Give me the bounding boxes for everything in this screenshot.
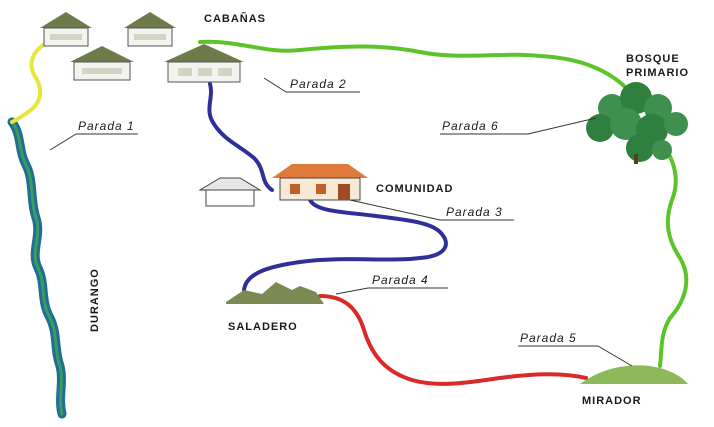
house-icon xyxy=(198,177,262,207)
stop-5-label: Parada 5 xyxy=(520,331,577,345)
place-label-mirador: MIRADOR xyxy=(582,395,642,407)
stop-1: Parada 1 xyxy=(49,119,138,151)
cabin-icon xyxy=(164,44,244,83)
stop-6: Parada 6 xyxy=(440,117,597,135)
stop-3-label: Parada 3 xyxy=(446,205,503,219)
place-label-comunidad: COMUNIDAD xyxy=(376,183,453,195)
cabin-icon xyxy=(70,46,134,81)
stop-6-label: Parada 6 xyxy=(442,119,499,133)
stop-2-label: Parada 2 xyxy=(290,77,347,91)
trail-blue xyxy=(207,82,448,292)
trail-red xyxy=(318,294,588,386)
stop-4: Parada 4 xyxy=(335,273,448,295)
stop-2: Parada 2 xyxy=(263,77,360,93)
tree-cluster-icon xyxy=(586,82,688,164)
river-label: DURANGO xyxy=(89,268,101,332)
house-icon xyxy=(272,164,368,201)
place-label-saladero: SALADERO xyxy=(228,321,298,333)
stop-5: Parada 5 xyxy=(518,331,633,367)
river-highlight xyxy=(10,120,64,416)
trail-yellow xyxy=(10,40,50,124)
place-label-bosque: BOSQUE xyxy=(626,53,680,65)
trail-green xyxy=(198,39,689,368)
stop-3: Parada 3 xyxy=(349,199,514,221)
stop-1-label: Parada 1 xyxy=(78,119,135,133)
hill-icon xyxy=(580,365,688,384)
place-label-cabanas: CABAÑAS xyxy=(204,12,266,25)
place-label-primario: PRIMARIO xyxy=(626,67,689,79)
cabin-icon xyxy=(124,12,176,47)
cabin-icon xyxy=(40,12,92,47)
rock-icon xyxy=(226,282,324,304)
stop-4-label: Parada 4 xyxy=(372,273,429,287)
